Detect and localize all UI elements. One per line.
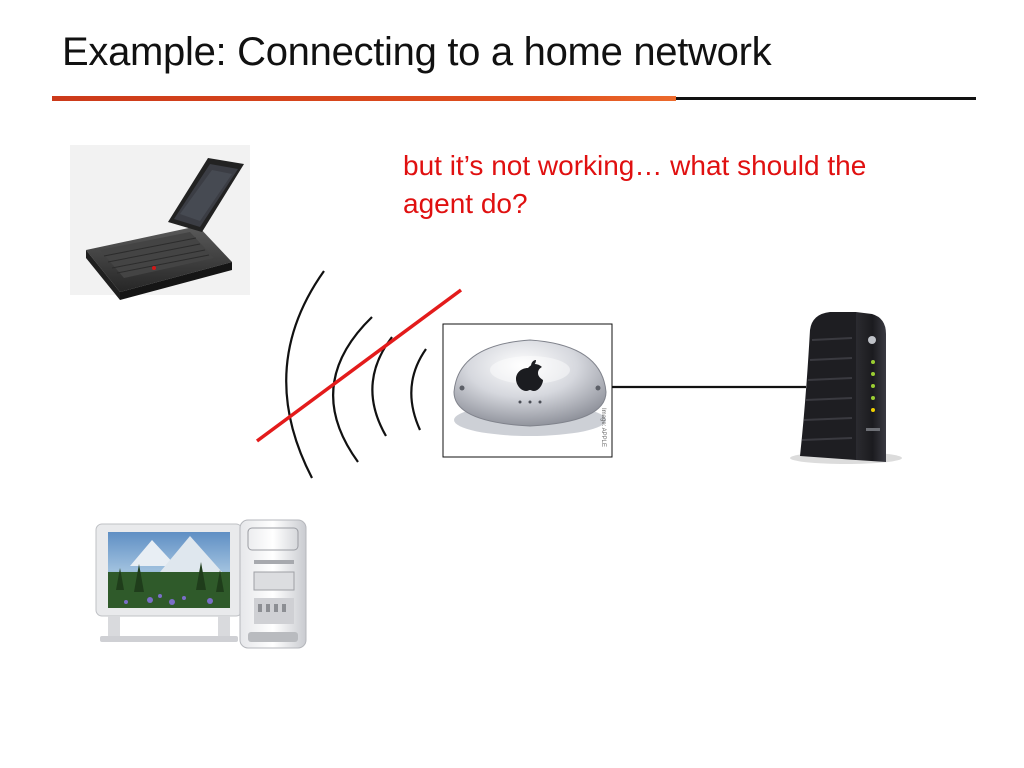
wifi-base-station-icon [442, 323, 613, 458]
title-underline-dark [676, 97, 976, 100]
desktop-computer-icon [95, 519, 307, 649]
laptop-icon [70, 145, 250, 300]
apple-logo-icon [516, 360, 543, 391]
problem-note: but it’s not working… what should the ag… [403, 150, 867, 219]
cable-modem-icon [790, 312, 902, 464]
slide-title: Example: Connecting to a home network [62, 30, 772, 74]
image-credit-stamp: Image: APPLE [600, 408, 606, 448]
wireless-signal-icon [285, 270, 427, 479]
title-underline-accent [52, 96, 676, 101]
signal-blocked-line [255, 288, 463, 443]
